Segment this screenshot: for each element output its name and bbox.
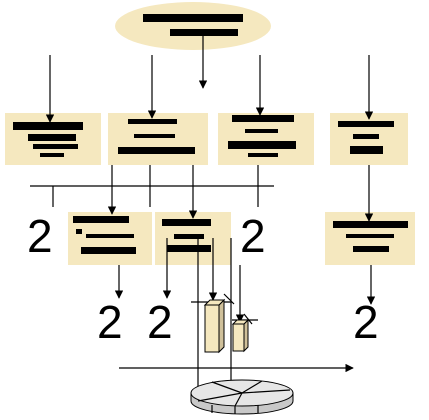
arrow-line	[243, 313, 253, 325]
label-2: 2	[240, 210, 266, 262]
column-top	[231, 319, 250, 325]
text-bar	[170, 29, 238, 36]
text-bar	[128, 119, 177, 124]
top-node	[115, 2, 271, 50]
text-bar	[228, 141, 296, 149]
disk-slice	[211, 381, 243, 394]
text-bar	[13, 122, 83, 130]
box-4	[330, 113, 408, 165]
text-bar	[143, 14, 243, 22]
column-side	[243, 318, 249, 353]
disk-slice	[241, 380, 263, 394]
text-bar	[33, 144, 78, 149]
box-1	[5, 113, 101, 165]
disk-slice	[197, 392, 243, 402]
column-short	[231, 318, 250, 353]
box-6	[155, 212, 231, 265]
text-bar	[174, 234, 204, 239]
text-bar	[245, 129, 278, 133]
box-2	[108, 113, 208, 165]
column-tall	[203, 298, 226, 354]
label-2: 2	[353, 296, 379, 348]
label-2: 2	[97, 296, 123, 348]
text-bar	[134, 134, 175, 138]
text-bar	[40, 153, 64, 157]
column-face	[204, 304, 220, 353]
text-bar	[248, 153, 278, 157]
top-node-shape	[115, 2, 271, 50]
text-bar	[81, 247, 136, 254]
label-2: 2	[27, 210, 53, 262]
column-top	[203, 299, 226, 306]
text-bar	[232, 115, 294, 122]
arrow-line	[223, 293, 235, 305]
box-3	[218, 113, 314, 165]
label-2: 2	[147, 296, 173, 348]
text-bar	[86, 234, 134, 238]
column-face	[232, 323, 245, 352]
text-bar	[28, 134, 76, 141]
disk-slice	[234, 392, 243, 407]
text-bar	[118, 147, 195, 154]
text-bar	[350, 146, 383, 154]
text-bar	[333, 221, 408, 228]
box-shape	[325, 212, 415, 265]
disk-storage	[190, 379, 294, 415]
text-bar	[162, 219, 211, 226]
text-bar	[346, 234, 394, 238]
column-side	[218, 298, 225, 354]
connectors	[30, 36, 376, 392]
box-7	[325, 212, 415, 265]
disk-slice	[241, 389, 291, 394]
text-bar	[73, 216, 129, 223]
text-bar	[353, 246, 389, 252]
text-bar	[76, 229, 82, 234]
text-bar	[167, 245, 211, 252]
box-5	[68, 212, 152, 265]
text-bar	[353, 134, 379, 139]
text-bar	[338, 121, 394, 127]
